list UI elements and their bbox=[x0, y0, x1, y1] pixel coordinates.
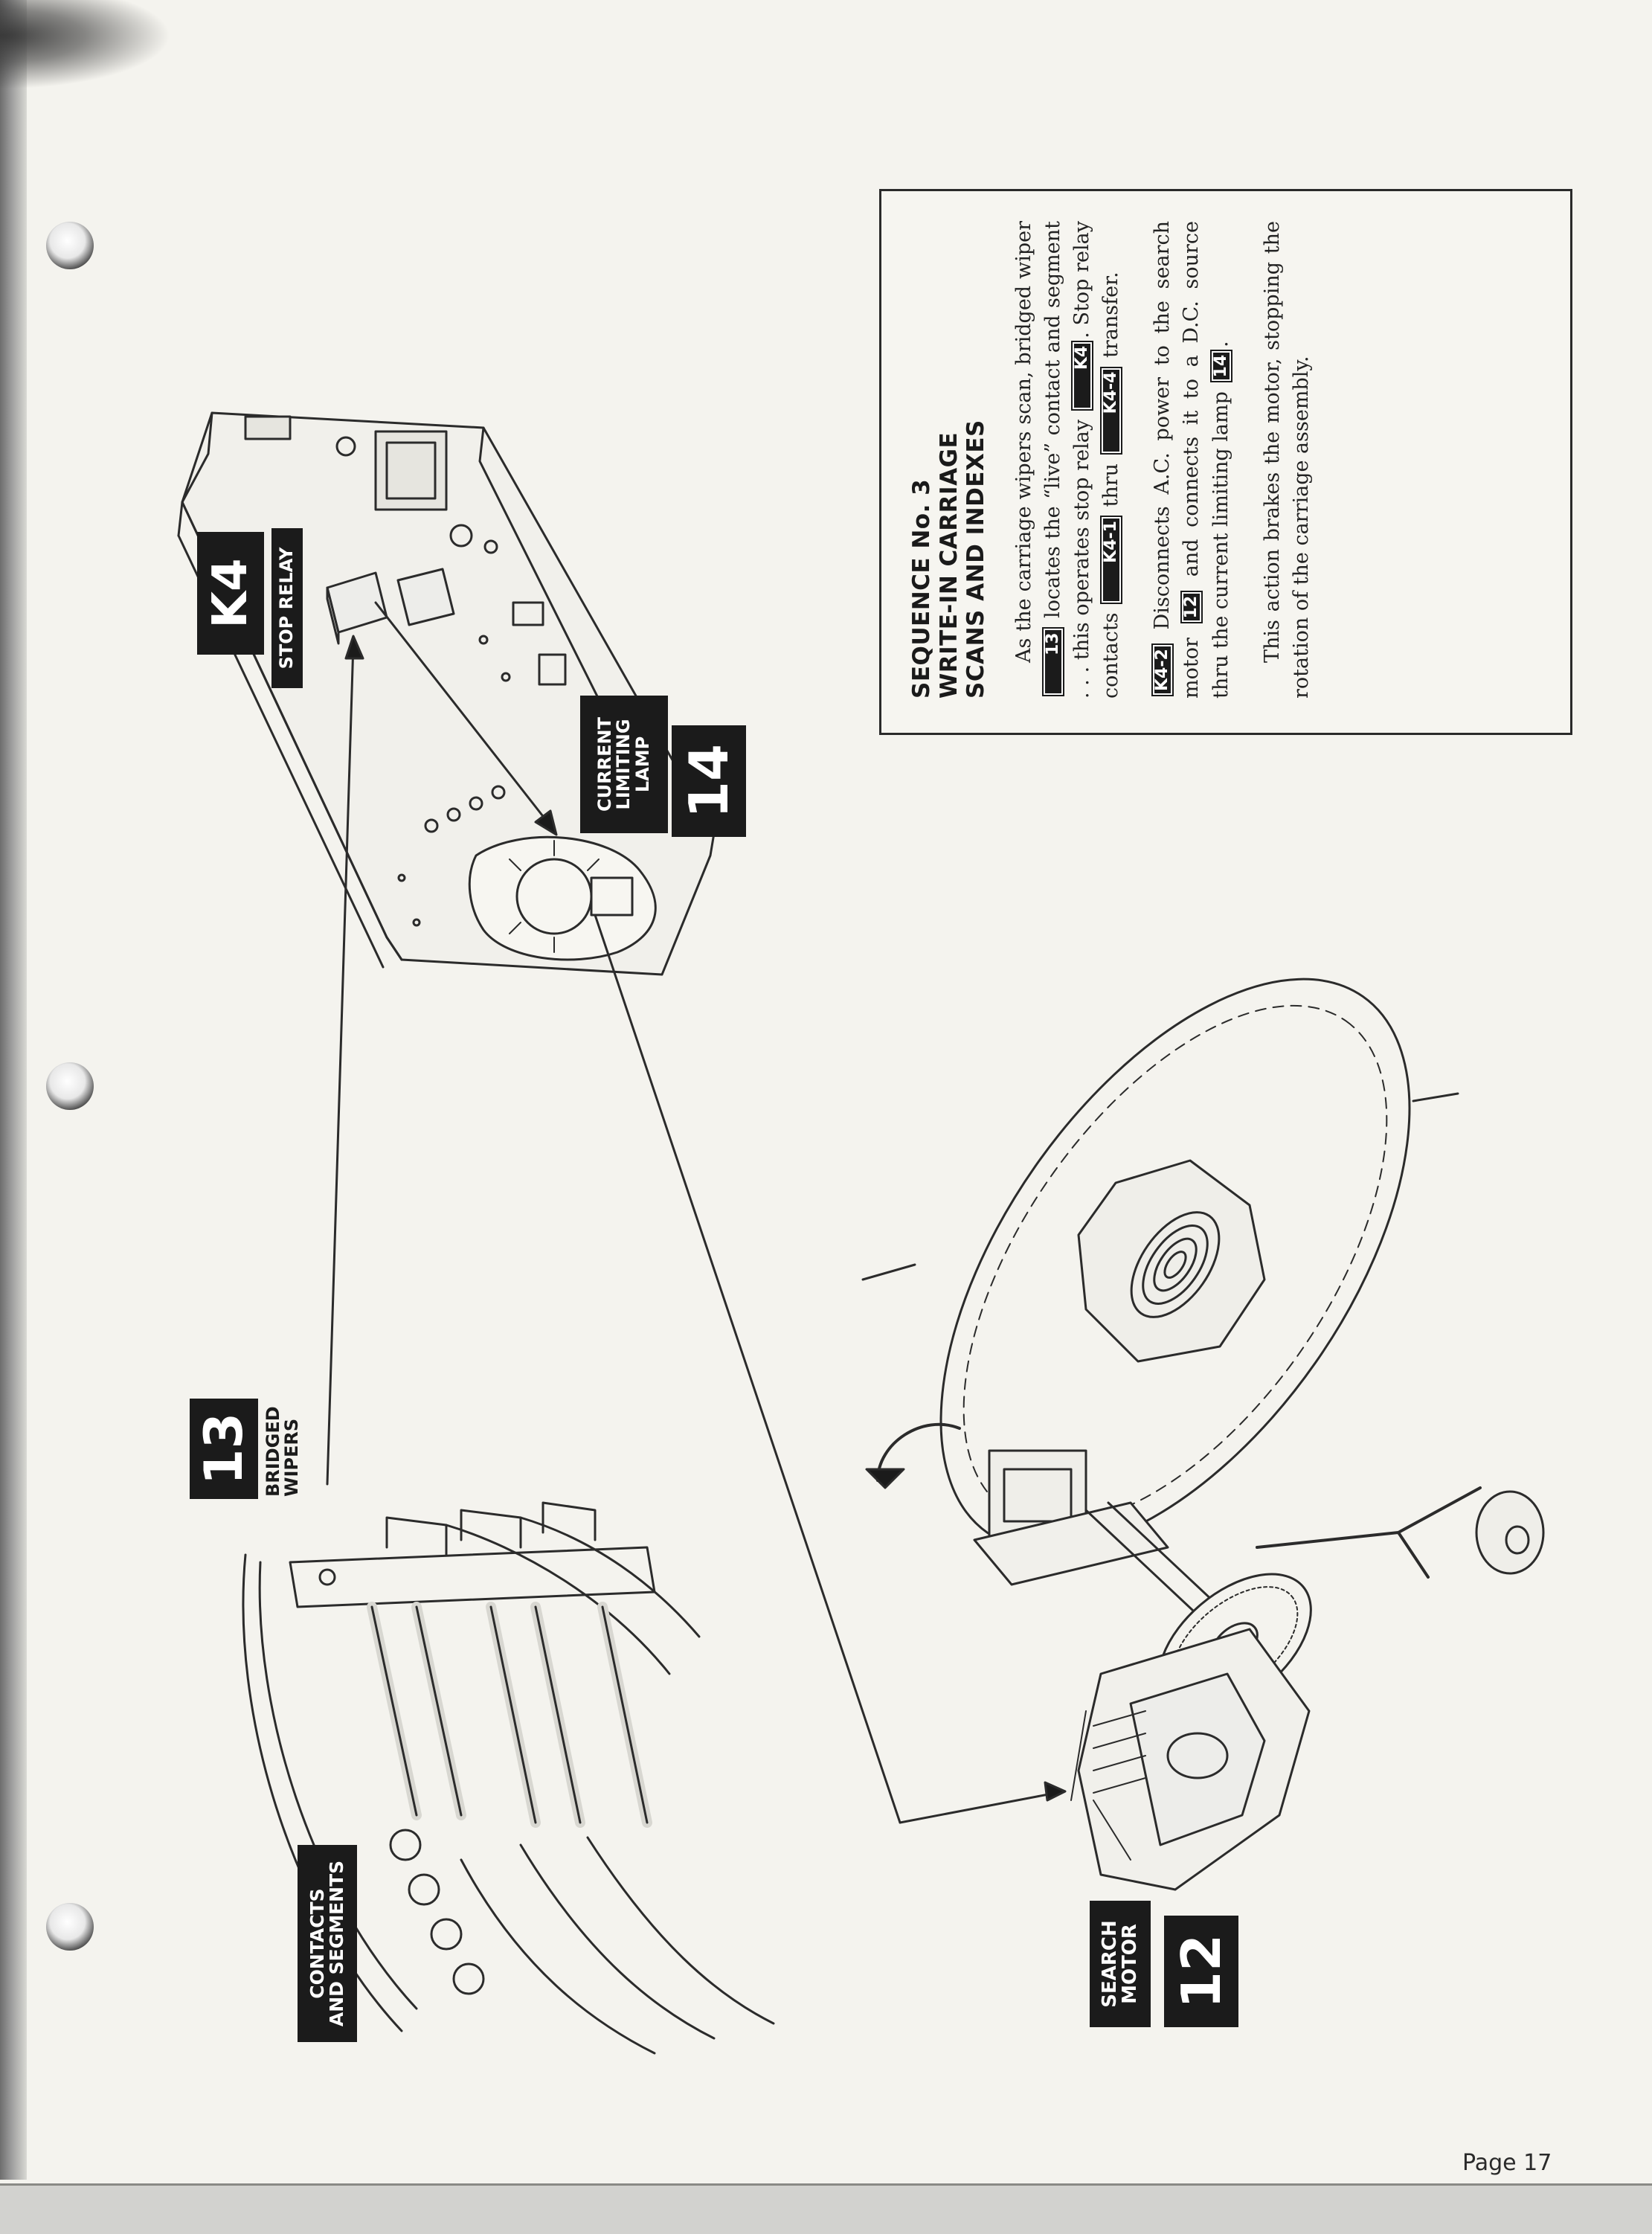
label-search-motor: SEARCH MOTOR bbox=[1090, 1901, 1151, 2027]
carriage-disc-illustration bbox=[861, 978, 1459, 1552]
sequence-panel-wrap: SEQUENCE No. 3 WRITE-IN CARRIAGE SCANS A… bbox=[879, 189, 1572, 735]
punch-hole-top bbox=[46, 222, 94, 269]
panel-title: SEQUENCE No. 3 WRITE-IN CARRIAGE SCANS A… bbox=[908, 221, 990, 699]
label-bridged-wipers-wrap: BRIDGED WIPERS bbox=[263, 1385, 324, 1503]
page-corner-shadow bbox=[0, 0, 171, 89]
label-contacts-and-segments: CONTACTS AND SEGMENTS bbox=[298, 1845, 357, 2042]
label-contacts-wrap: CONTACTS AND SEGMENTS bbox=[298, 1845, 357, 2042]
contacts-and-segments-illustration bbox=[242, 1553, 775, 2055]
search-motor-illustration bbox=[1070, 1628, 1311, 1891]
ref-badge-14: 14 bbox=[1209, 349, 1232, 383]
ref-badge-k4-4: K4-4 bbox=[1100, 366, 1123, 455]
label-wipers-number: 13 bbox=[190, 1399, 258, 1499]
sequence-panel: SEQUENCE No. 3 WRITE-IN CARRIAGE SCANS A… bbox=[879, 189, 1572, 735]
punch-hole-bottom bbox=[46, 1903, 94, 1951]
ref-badge-k4: K4 bbox=[1071, 340, 1094, 411]
label-14-wrap: 14 bbox=[672, 725, 746, 837]
punch-hole-middle bbox=[46, 1062, 94, 1110]
panel-title-line1: SEQUENCE No. 3 bbox=[908, 478, 935, 699]
label-12-wrap: 12 bbox=[1164, 1916, 1238, 2027]
current-limiting-lamp-illustration bbox=[468, 835, 657, 961]
panel-title-line3: SCANS AND INDEXES bbox=[962, 420, 990, 699]
panel-paragraph-2: K4-2 Disconnects A.C. power to the searc… bbox=[1151, 220, 1232, 699]
bridged-wipers-illustration bbox=[289, 1501, 701, 1675]
ref-badge-k4-2: K4-2 bbox=[1151, 643, 1174, 696]
label-k4-group: K4 bbox=[197, 532, 264, 655]
label-bridged-wipers: BRIDGED WIPERS bbox=[263, 1406, 303, 1497]
panel-paragraph-3: This action brakes the motor, stopping t… bbox=[1260, 221, 1313, 699]
label-current-limiting-lamp: CURRENT LIMITING LAMP bbox=[580, 696, 668, 833]
page-bottom-band bbox=[0, 2183, 1652, 2234]
label-motor-number: 12 bbox=[1164, 1916, 1238, 2027]
label-k4-number: K4 bbox=[197, 532, 264, 655]
label-search-motor-wrap: SEARCH MOTOR bbox=[1090, 1901, 1151, 2027]
ref-badge-13: 13 bbox=[1041, 627, 1064, 696]
binder-edge bbox=[0, 0, 27, 2180]
label-13-wrap: 13 bbox=[190, 1399, 258, 1499]
leader-lines bbox=[326, 601, 1067, 1824]
page-number: Page 17 bbox=[1462, 2150, 1552, 2176]
panel-paragraph-1: As the carriage wipers scan, bridged wip… bbox=[1012, 221, 1123, 699]
rotation-arrow bbox=[876, 1422, 961, 1482]
label-stop-relay: STOP RELAY bbox=[271, 528, 303, 688]
ref-badge-k4-1: K4-1 bbox=[1100, 516, 1123, 604]
ref-badge-12: 12 bbox=[1180, 590, 1203, 624]
label-lamp-caption-wrap: CURRENT LIMITING LAMP bbox=[580, 696, 668, 833]
label-stop-relay-wrap: STOP RELAY bbox=[271, 528, 303, 688]
panel-title-line2: WRITE-IN CARRIAGE bbox=[935, 431, 962, 699]
label-lamp-number: 14 bbox=[672, 725, 746, 837]
